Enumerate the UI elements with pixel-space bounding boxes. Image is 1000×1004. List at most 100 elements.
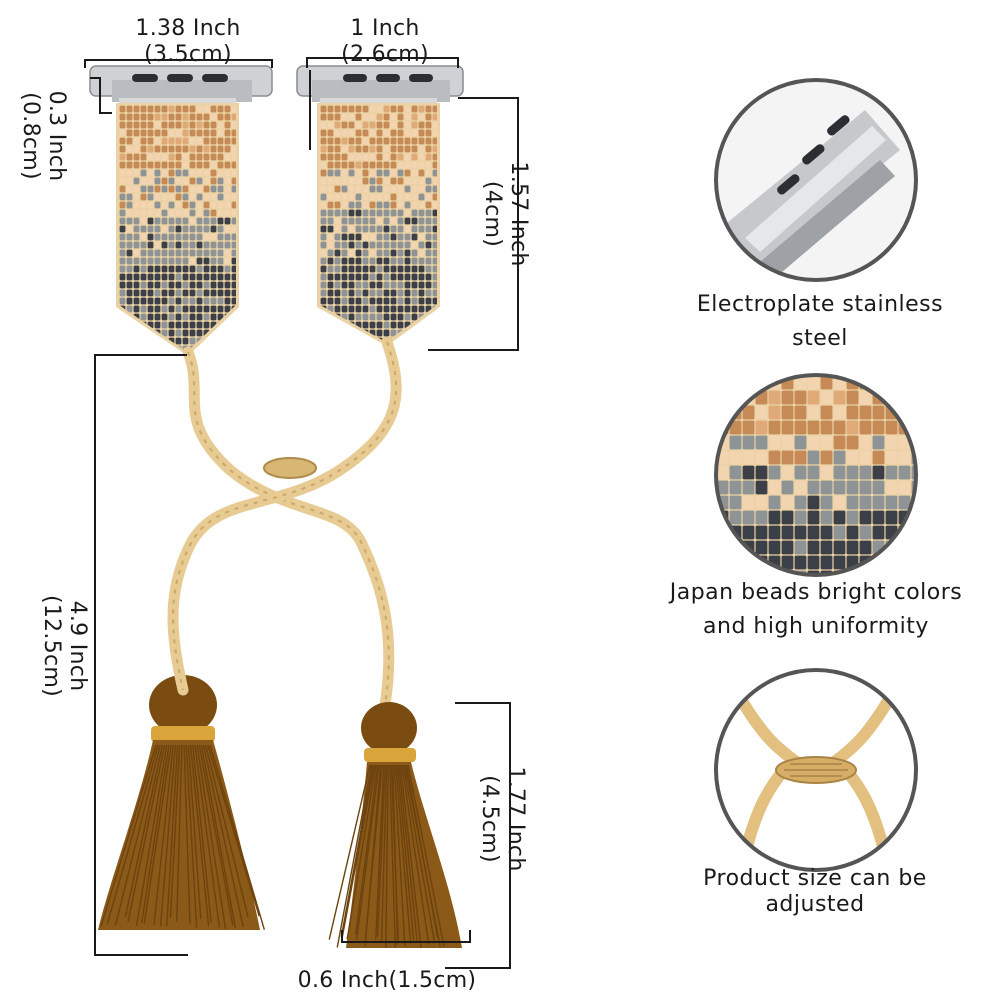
bead [154, 249, 161, 257]
bead [140, 209, 147, 217]
bead [859, 510, 872, 525]
bead [133, 305, 140, 313]
bead [355, 337, 362, 342]
bead [210, 113, 217, 121]
bead [196, 169, 203, 177]
bead [794, 405, 807, 420]
bead [404, 129, 411, 137]
bead [341, 337, 348, 342]
bead [182, 289, 189, 297]
bead [383, 281, 390, 289]
bead [768, 390, 781, 405]
bead [119, 297, 126, 305]
bead [327, 249, 334, 257]
bead [742, 555, 755, 570]
bead [390, 177, 397, 185]
bead [210, 241, 217, 249]
bead [404, 233, 411, 241]
bead [411, 161, 418, 169]
bead [327, 321, 334, 329]
bead [231, 137, 236, 145]
bead [334, 233, 341, 241]
bead [390, 273, 397, 281]
bead [210, 281, 217, 289]
bead [217, 249, 224, 257]
bead [126, 137, 133, 145]
bead [418, 257, 425, 265]
bead [362, 161, 369, 169]
bead [383, 201, 390, 209]
bead [147, 145, 154, 153]
bead [210, 201, 217, 209]
bead [355, 233, 362, 241]
bead [355, 241, 362, 249]
bead [390, 169, 397, 177]
bead [224, 153, 231, 161]
bead [320, 153, 327, 161]
bead [334, 113, 341, 121]
tassel-strand [153, 744, 174, 925]
bead [189, 273, 196, 281]
bead [348, 145, 355, 153]
bead [411, 313, 418, 321]
bead [327, 129, 334, 137]
bead [885, 435, 898, 450]
bead [911, 390, 916, 405]
bead [742, 435, 755, 450]
bead [161, 153, 168, 161]
bead [320, 321, 327, 329]
tassel-strand [114, 744, 161, 926]
bead [376, 233, 383, 241]
bead [189, 225, 196, 233]
bead [217, 177, 224, 185]
bead [859, 465, 872, 480]
bead [119, 137, 126, 145]
bead [161, 289, 168, 297]
bead [189, 113, 196, 121]
bead [327, 201, 334, 209]
bead [161, 345, 168, 352]
bead [154, 113, 161, 121]
bead [147, 105, 154, 113]
bead [807, 480, 820, 495]
bead [154, 241, 161, 249]
bead [217, 337, 224, 345]
bead [362, 217, 369, 225]
bead [224, 257, 231, 265]
bead [203, 289, 210, 297]
bead [432, 129, 437, 137]
bead [140, 105, 147, 113]
bead [126, 249, 133, 257]
bead [362, 313, 369, 321]
bead [147, 249, 154, 257]
bead [911, 540, 916, 555]
bead [390, 153, 397, 161]
bead [210, 209, 217, 217]
bead [126, 257, 133, 265]
bead [418, 329, 425, 337]
bead [140, 329, 147, 337]
bead [404, 161, 411, 169]
bead [203, 265, 210, 273]
bead [846, 480, 859, 495]
bead [147, 161, 154, 169]
bead [362, 273, 369, 281]
bead [794, 480, 807, 495]
bead [224, 177, 231, 185]
bead [203, 217, 210, 225]
tassel-strand [198, 744, 234, 926]
bead [210, 169, 217, 177]
bead [119, 201, 126, 209]
bead [210, 265, 217, 273]
bead [833, 540, 846, 555]
tassel-strand [340, 764, 374, 937]
bead [231, 153, 236, 161]
bead [383, 209, 390, 217]
bead [189, 297, 196, 305]
bead [807, 390, 820, 405]
bead [348, 217, 355, 225]
bead [182, 145, 189, 153]
bead [182, 321, 189, 329]
tassel-strand [354, 764, 379, 936]
tassel-strand [385, 764, 389, 948]
